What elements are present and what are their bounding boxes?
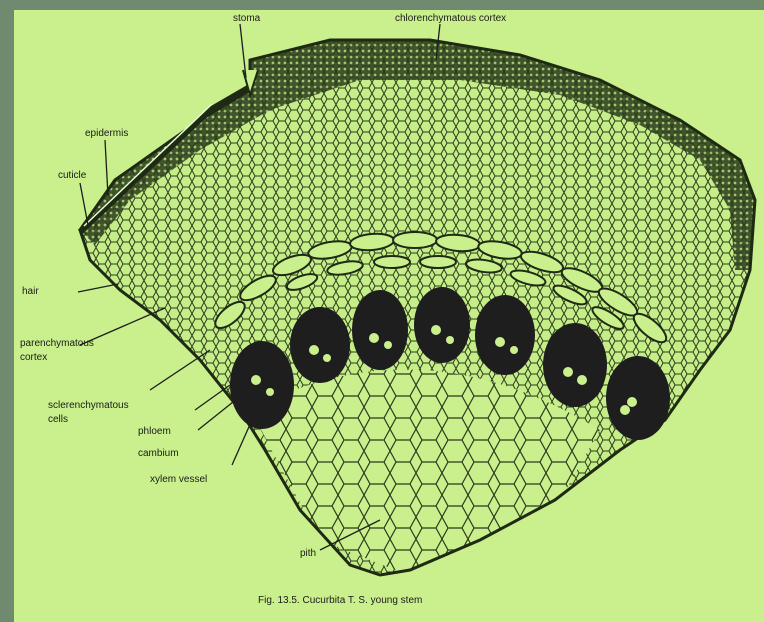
stoma-leader bbox=[240, 24, 246, 78]
label-parenchymatous-cortex-1: parenchymatous bbox=[20, 338, 94, 350]
label-xylem-vessel: xylem vessel bbox=[150, 474, 207, 486]
label-cuticle: cuticle bbox=[58, 170, 86, 182]
label-stoma: stoma bbox=[233, 13, 260, 25]
label-chlorenchyma-cortex: chlorenchymatous cortex bbox=[395, 13, 506, 25]
stem-sector bbox=[60, 30, 764, 590]
xylem-leader bbox=[232, 420, 252, 465]
label-phloem: phloem bbox=[138, 426, 171, 438]
label-parenchymatous-cortex-2: cortex bbox=[20, 352, 47, 364]
vascular-bundle bbox=[543, 323, 607, 407]
label-sclerenchymatous-cells-1: sclerenchymatous bbox=[48, 400, 129, 412]
label-hair: hair bbox=[22, 286, 39, 298]
label-sclerenchymatous-cells-2: cells bbox=[48, 414, 68, 426]
phloem-leader bbox=[195, 385, 230, 410]
cuticle-leader bbox=[80, 183, 88, 225]
hair-leader bbox=[78, 284, 118, 292]
vascular-bundle bbox=[414, 287, 470, 363]
epidermis-leader bbox=[105, 140, 108, 196]
sclerenchyma-leader bbox=[150, 350, 210, 390]
label-cambium: cambium bbox=[138, 448, 179, 460]
label-pith: pith bbox=[300, 548, 316, 560]
label-epidermis: epidermis bbox=[85, 128, 128, 140]
vascular-bundle bbox=[606, 356, 670, 440]
vascular-bundle bbox=[290, 307, 350, 383]
figure-caption: Fig. 13.5. Cucurbita T. S. young stem bbox=[258, 595, 422, 606]
vascular-bundle bbox=[475, 295, 535, 375]
vascular-bundle bbox=[352, 290, 408, 370]
vascular-bundle bbox=[230, 341, 294, 429]
